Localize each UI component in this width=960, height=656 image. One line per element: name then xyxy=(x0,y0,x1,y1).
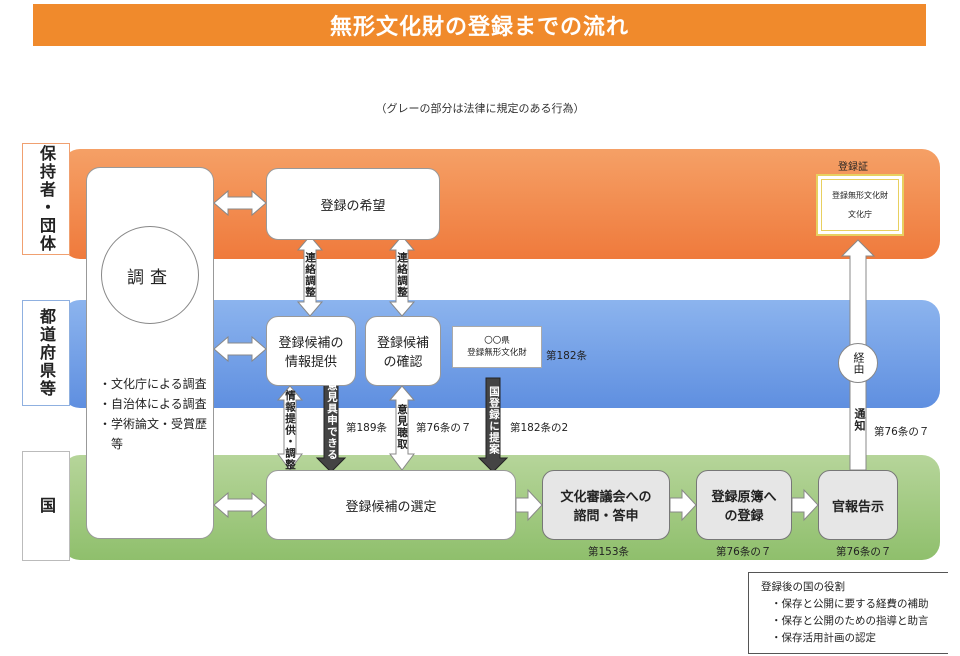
arrow-select-council xyxy=(515,488,543,522)
box-registration-wish: 登録の希望 xyxy=(266,168,440,240)
article-76-7-a: 第76条の７ xyxy=(416,422,472,434)
role-item: ・保存と公開のための指導と助言 xyxy=(771,615,929,627)
box-candidate-confirm: 登録候補の確認 xyxy=(365,316,441,386)
survey-item: ・文化庁による調査 xyxy=(98,377,207,391)
row-label-nation: 国 xyxy=(22,451,70,561)
arrow-proposal xyxy=(477,377,509,473)
role-item: ・保存と公開に要する経費の補助 xyxy=(771,598,929,610)
survey-item: 等 xyxy=(110,437,123,451)
cert-line1: 登録無形文化財 xyxy=(832,191,888,200)
arrow-survey-info xyxy=(213,335,267,363)
survey-item: ・自治体による調査 xyxy=(98,397,207,411)
label-proposal: 国登録に提案 xyxy=(488,386,500,455)
survey-list: ・文化庁による調査 ・自治体による調査 ・学術論文・受賞歴 等 xyxy=(93,374,207,454)
label-opinion-hear: 意見聴取 xyxy=(396,404,408,450)
article-189: 第189条 xyxy=(346,422,388,434)
mini-cert-line1: 〇〇県 xyxy=(484,336,510,346)
page-title: 無形文化財の登録までの流れ xyxy=(33,4,926,46)
article-76-7-c: 第76条の７ xyxy=(716,546,772,558)
label-info-adjust: 情報提供・調整 xyxy=(284,390,296,471)
cert-line2: 文化庁 xyxy=(848,210,872,219)
label-contact-2: 連絡調整 xyxy=(396,252,408,298)
article-76-7-d: 第76条の７ xyxy=(836,546,892,558)
article-76-7-b: 第76条の７ xyxy=(874,426,930,438)
prefecture-certificate: 〇〇県 登録無形文化財 xyxy=(452,326,542,368)
survey-item: ・学術論文・受賞歴 xyxy=(98,417,207,431)
box-council: 文化審議会への諮問・答申 xyxy=(542,470,670,540)
post-registration-roles: 登録後の国の役割 ・保存と公開に要する経費の補助 ・保存と公開のための指導と助言… xyxy=(748,572,948,654)
arrow-opinion-can xyxy=(315,377,347,473)
article-182: 第182条 xyxy=(546,350,588,362)
role-item: ・保存活用計画の認定 xyxy=(771,632,876,644)
box-candidate-info: 登録候補の情報提供 xyxy=(266,316,356,386)
article-182-2: 第182条の2 xyxy=(510,422,569,434)
box-register: 登録原簿への登録 xyxy=(696,470,792,540)
label-notify: 通知 xyxy=(853,408,866,432)
label-contact-1: 連絡調整 xyxy=(304,252,316,298)
arrow-survey-wish xyxy=(213,189,267,217)
survey-panel: 調査 ・文化庁による調査 ・自治体による調査 ・学術論文・受賞歴 等 xyxy=(86,167,214,539)
via-circle: 経由 xyxy=(838,343,878,383)
arrow-survey-select xyxy=(213,491,267,519)
arrow-council-register xyxy=(669,488,697,522)
roles-title: 登録後の国の役割 xyxy=(761,581,845,593)
label-opinion-can: 意見具申できる xyxy=(326,380,338,461)
box-gazette: 官報告示 xyxy=(818,470,898,540)
registration-certificate: 登録無形文化財 文化庁 xyxy=(816,174,904,236)
certificate-label: 登録証 xyxy=(838,162,868,173)
legend-note: （グレーの部分は法律に規定のある行為） xyxy=(375,102,585,115)
row-label-holder: 保持者・団体 xyxy=(22,143,70,255)
row-label-prefecture: 都道府県等 xyxy=(22,300,70,406)
mini-cert-line2: 登録無形文化財 xyxy=(467,348,527,358)
arrow-register-gazette xyxy=(791,488,819,522)
article-153: 第153条 xyxy=(588,546,630,558)
box-candidate-select: 登録候補の選定 xyxy=(266,470,516,540)
survey-circle: 調査 xyxy=(101,226,199,324)
